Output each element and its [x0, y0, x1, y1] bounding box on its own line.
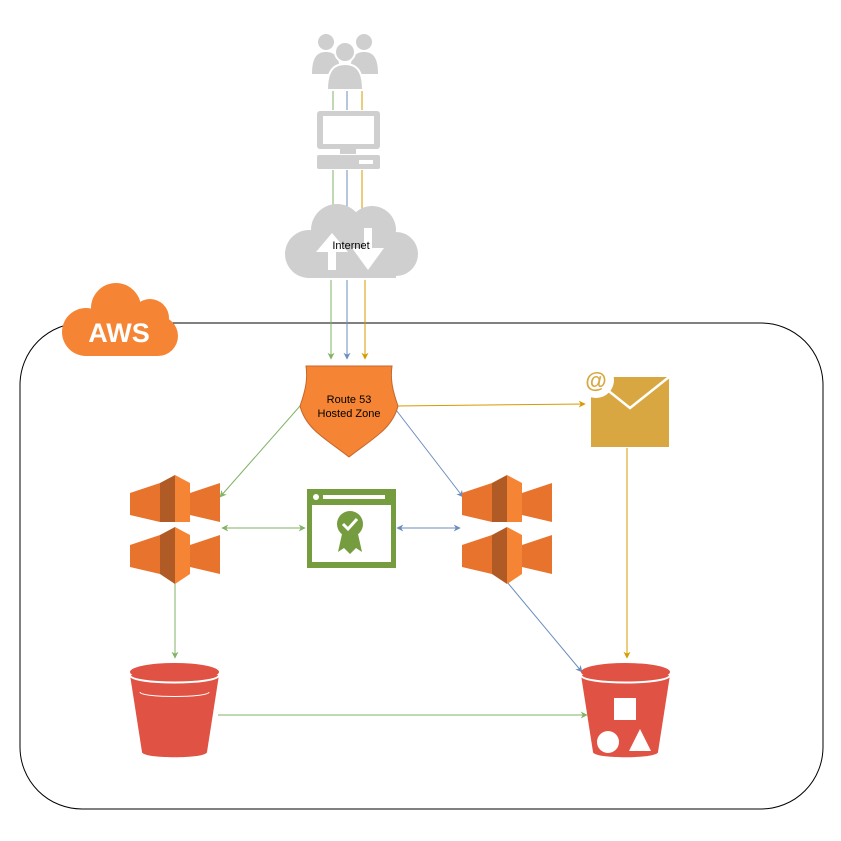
users-icon: [312, 34, 378, 91]
route53-hosted-zone-icon[interactable]: Route 53 Hosted Zone: [299, 365, 399, 458]
aws-cloud-icon: AWS: [62, 283, 178, 356]
internet-label: Internet: [332, 240, 369, 252]
cloudfront-icon[interactable]: [130, 475, 220, 584]
aws-label: AWS: [88, 318, 150, 348]
internet-cloud-icon[interactable]: Internet: [285, 204, 418, 278]
connector-cloudfront-right-s3-right: [506, 581, 583, 673]
connector-route53-cloudfront-right: [392, 405, 464, 498]
aws-region-boundary: [19, 322, 824, 810]
connectors: [171, 86, 631, 719]
route53-label-line2: Hosted Zone: [318, 408, 381, 420]
connector-route53-ses: [394, 400, 586, 408]
svg-text:@: @: [585, 368, 606, 393]
certificate-manager-icon[interactable]: [307, 489, 396, 568]
s3-bucket-objects-icon[interactable]: [580, 663, 671, 758]
desktop-computer-icon[interactable]: [317, 111, 380, 169]
cloudfront-icon[interactable]: [462, 475, 552, 584]
connector-route53-cloudfront-left: [219, 405, 301, 498]
s3-bucket-icon[interactable]: [129, 663, 220, 758]
ses-email-icon[interactable]: @: [578, 362, 670, 447]
route53-label-line1: Route 53: [327, 394, 372, 406]
